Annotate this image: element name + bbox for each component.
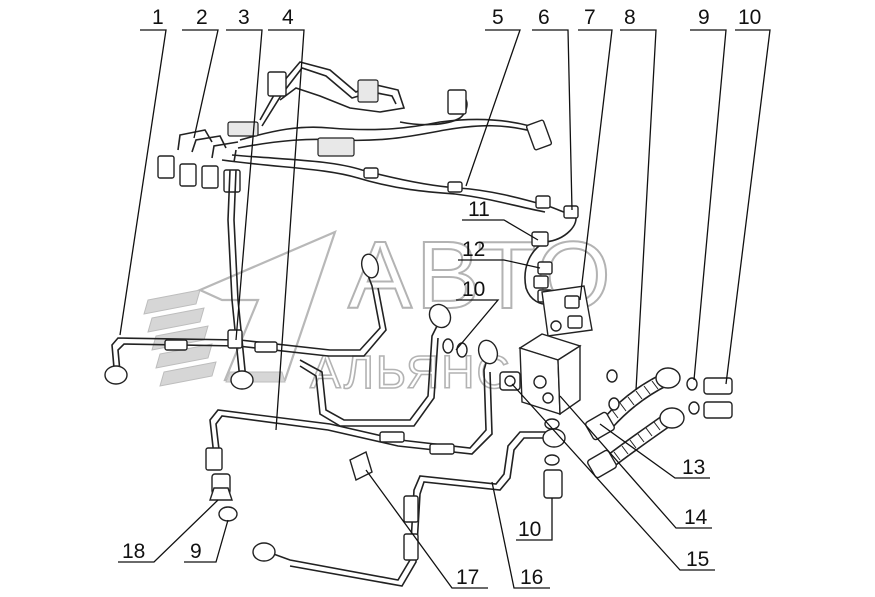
bracket-7 — [541, 285, 593, 337]
callout-10-bottom: 10 — [518, 518, 541, 541]
watermark-line2: АЛЬЯНС — [310, 346, 512, 398]
callout-7: 7 — [584, 6, 596, 29]
watermark-emblem — [143, 230, 337, 387]
callout-5: 5 — [492, 6, 504, 29]
braided-hoses — [585, 367, 733, 479]
high-pressure-line-bundle — [157, 61, 579, 306]
callout-2: 2 — [196, 6, 208, 29]
callout-6: 6 — [538, 6, 550, 29]
callout-15: 15 — [686, 548, 709, 571]
callout-8: 8 — [624, 6, 636, 29]
leader-lines — [118, 29, 771, 589]
callout-13: 13 — [682, 456, 705, 479]
callout-10-mid: 10 — [462, 278, 485, 301]
callout-11: 11 — [468, 198, 490, 221]
callout-1: 1 — [152, 6, 164, 29]
callout-3: 3 — [238, 6, 250, 29]
callout-12: 12 — [462, 238, 485, 261]
callout-4: 4 — [282, 6, 294, 29]
distribution-block — [499, 333, 582, 416]
callout-17: 17 — [456, 566, 479, 589]
callout-10-top: 10 — [738, 6, 761, 29]
low-pressure-lines — [104, 169, 566, 587]
callout-labels: 1 2 3 4 5 6 7 8 9 10 11 12 10 13 14 15 1… — [122, 6, 761, 589]
callout-9-bottom: 9 — [190, 540, 202, 563]
callout-16: 16 — [520, 566, 543, 589]
callout-9-top: 9 — [698, 6, 710, 29]
callout-14: 14 — [684, 506, 708, 529]
callout-18: 18 — [122, 540, 145, 563]
